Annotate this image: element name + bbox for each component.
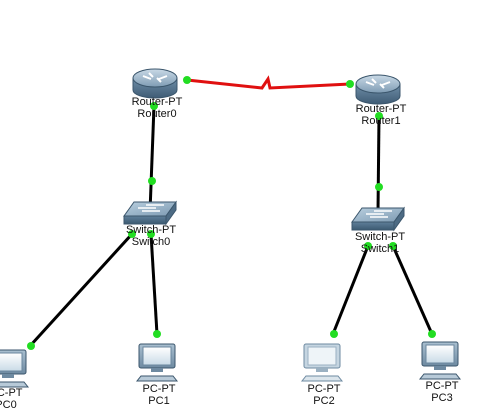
- link-up-dot: [375, 112, 383, 120]
- device-type: Switch-PT: [354, 231, 406, 243]
- switch-icon[interactable]: [123, 200, 177, 226]
- router0-label: Router-PT Router0: [132, 96, 183, 120]
- link-up-dot: [153, 330, 161, 338]
- switch-icon[interactable]: [351, 206, 405, 232]
- device-type: Router-PT: [131, 96, 183, 108]
- device-name: Router1: [361, 115, 401, 127]
- device-name: Switch1: [360, 243, 400, 255]
- link-up-dot: [150, 102, 158, 110]
- device-name: Switch0: [131, 236, 171, 248]
- link-up-dot: [346, 80, 354, 88]
- link-up-dot: [364, 242, 372, 250]
- link-up-dot: [148, 177, 156, 185]
- pc1-label: PC-PT PC1: [143, 383, 176, 407]
- switch1-label: Switch-PT Switch1: [355, 231, 405, 255]
- pc-icon[interactable]: [300, 343, 344, 382]
- device-type: PC-PT: [425, 380, 459, 392]
- link-up-dot: [330, 330, 338, 338]
- links-layer: [28, 75, 434, 348]
- link-router1-switch1[interactable]: [376, 115, 381, 213]
- router1-label: Router-PT Router1: [356, 103, 407, 127]
- link-up-dot: [147, 230, 155, 238]
- router-icon[interactable]: [355, 74, 401, 105]
- device-type: Router-PT: [355, 103, 407, 115]
- link-switch0-pc1[interactable]: [149, 233, 159, 335]
- link-up-dot: [428, 330, 436, 338]
- router-icon[interactable]: [132, 68, 178, 99]
- link-up-dot: [128, 230, 136, 238]
- link-router0-switch0[interactable]: [148, 105, 156, 213]
- link-up-dot: [389, 242, 397, 250]
- pc3-label: PC-PT PC3: [426, 380, 459, 404]
- pc2-label: PC-PT PC2: [308, 383, 341, 407]
- device-name: PC3: [431, 392, 453, 404]
- link-up-dot: [27, 342, 35, 350]
- switch0-label: Switch-PT Switch0: [126, 224, 176, 248]
- pc-icon[interactable]: [135, 343, 179, 382]
- link-status-dots: [27, 76, 436, 350]
- link-switch1-pc2[interactable]: [331, 245, 370, 335]
- device-name: PC1: [148, 395, 170, 407]
- link-router0-router1[interactable]: [186, 75, 351, 90]
- pc-icon[interactable]: [0, 349, 30, 388]
- link-up-dot: [183, 76, 191, 84]
- pc-icon[interactable]: [418, 341, 462, 380]
- device-name: PC0: [0, 399, 17, 411]
- device-name: Router0: [137, 108, 177, 120]
- device-type: PC-PT: [142, 383, 176, 395]
- device-name: PC2: [313, 395, 335, 407]
- link-switch1-pc3[interactable]: [391, 245, 434, 335]
- device-type: Switch-PT: [125, 224, 177, 236]
- device-type: PC-PT: [307, 383, 341, 395]
- link-up-dot: [375, 183, 383, 191]
- link-switch0-pc0[interactable]: [28, 232, 134, 348]
- device-type: PC-PT: [0, 387, 23, 399]
- pc0-label: PC-PT PC0: [0, 387, 23, 411]
